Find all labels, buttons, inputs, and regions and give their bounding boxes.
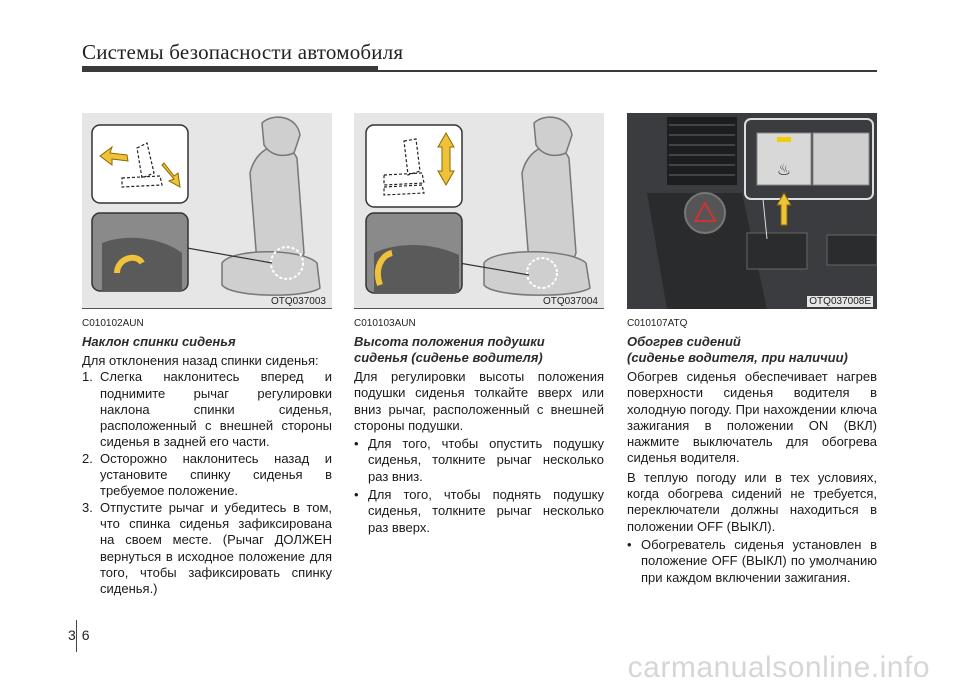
watermark: carmanualsonline.info <box>627 651 930 684</box>
list-item: •Для того, чтобы опустить подушку сидень… <box>354 436 604 484</box>
column-seat-heating: ♨ OTQ037008E C010107ATQ Обогрев сидений … <box>627 113 877 586</box>
section-code: C010102AUN <box>82 318 144 329</box>
section-heading: Обогрев сидений (сиденье водителя, при н… <box>627 334 848 365</box>
seat-recline-illustration <box>91 116 321 296</box>
list-item: •Обогреватель сиденья установлен в полож… <box>627 536 877 585</box>
page-number: 36 <box>68 627 96 643</box>
column-seatback-recline: OTQ037003 C010102AUN Наклон спинки сиден… <box>82 113 332 597</box>
seat-heater-illustration: ♨ <box>627 113 877 309</box>
figure-baseline <box>354 308 604 309</box>
intro-text: Для регулировки высоты положения подушки… <box>354 369 604 433</box>
seat-recline-figure: OTQ037003 <box>82 113 332 309</box>
seat-height-illustration <box>365 116 591 296</box>
list-item: •Для того, чтобы поднять подушку сиденья… <box>354 487 604 535</box>
seat-height-figure: OTQ037004 <box>354 113 604 309</box>
figure-id: OTQ037004 <box>540 296 600 307</box>
intro-text: Обогрев сиденья обеспечивает нагрев пове… <box>627 369 877 466</box>
bullet-list: •Обогреватель сиденья установлен в полож… <box>627 537 877 586</box>
figure-baseline <box>82 308 332 309</box>
figure-id: OTQ037003 <box>268 296 328 307</box>
page-number-divider <box>76 620 77 652</box>
figure-id: OTQ037008E <box>807 296 873 307</box>
section-code: C010103AUN <box>354 318 416 329</box>
section-heading: Высота положения подушки сиденья (сидень… <box>354 334 545 365</box>
list-item: 1.Слегка наклонитесь вперед и поднимите … <box>82 369 332 450</box>
intro-text: Для отклонения назад спинки сиденья: <box>82 353 319 368</box>
seat-heater-figure: ♨ OTQ037008E <box>627 113 877 309</box>
bullet-list: •Для того, чтобы опустить подушку сидень… <box>354 436 604 536</box>
column-cushion-height: OTQ037004 C010103AUN Высота положения по… <box>354 113 604 536</box>
list-item: 3.Отпустите рычаг и убедитесь в том, что… <box>82 499 332 597</box>
header-rule <box>82 70 877 72</box>
intro-text-2: В теплую погоду или в тех условиях, когд… <box>627 469 877 534</box>
svg-text:♨: ♨ <box>777 160 791 179</box>
section-code: C010107ATQ <box>627 318 688 329</box>
list-item: 2.Осторожно наклонитесь назад и установи… <box>82 450 332 499</box>
steps-list: 1.Слегка наклонитесь вперед и поднимите … <box>82 369 332 597</box>
section-title: Системы безопасности автомобиля <box>82 40 404 64</box>
header-rule-thick <box>82 66 378 72</box>
section-heading: Наклон спинки сиденья <box>82 334 236 349</box>
